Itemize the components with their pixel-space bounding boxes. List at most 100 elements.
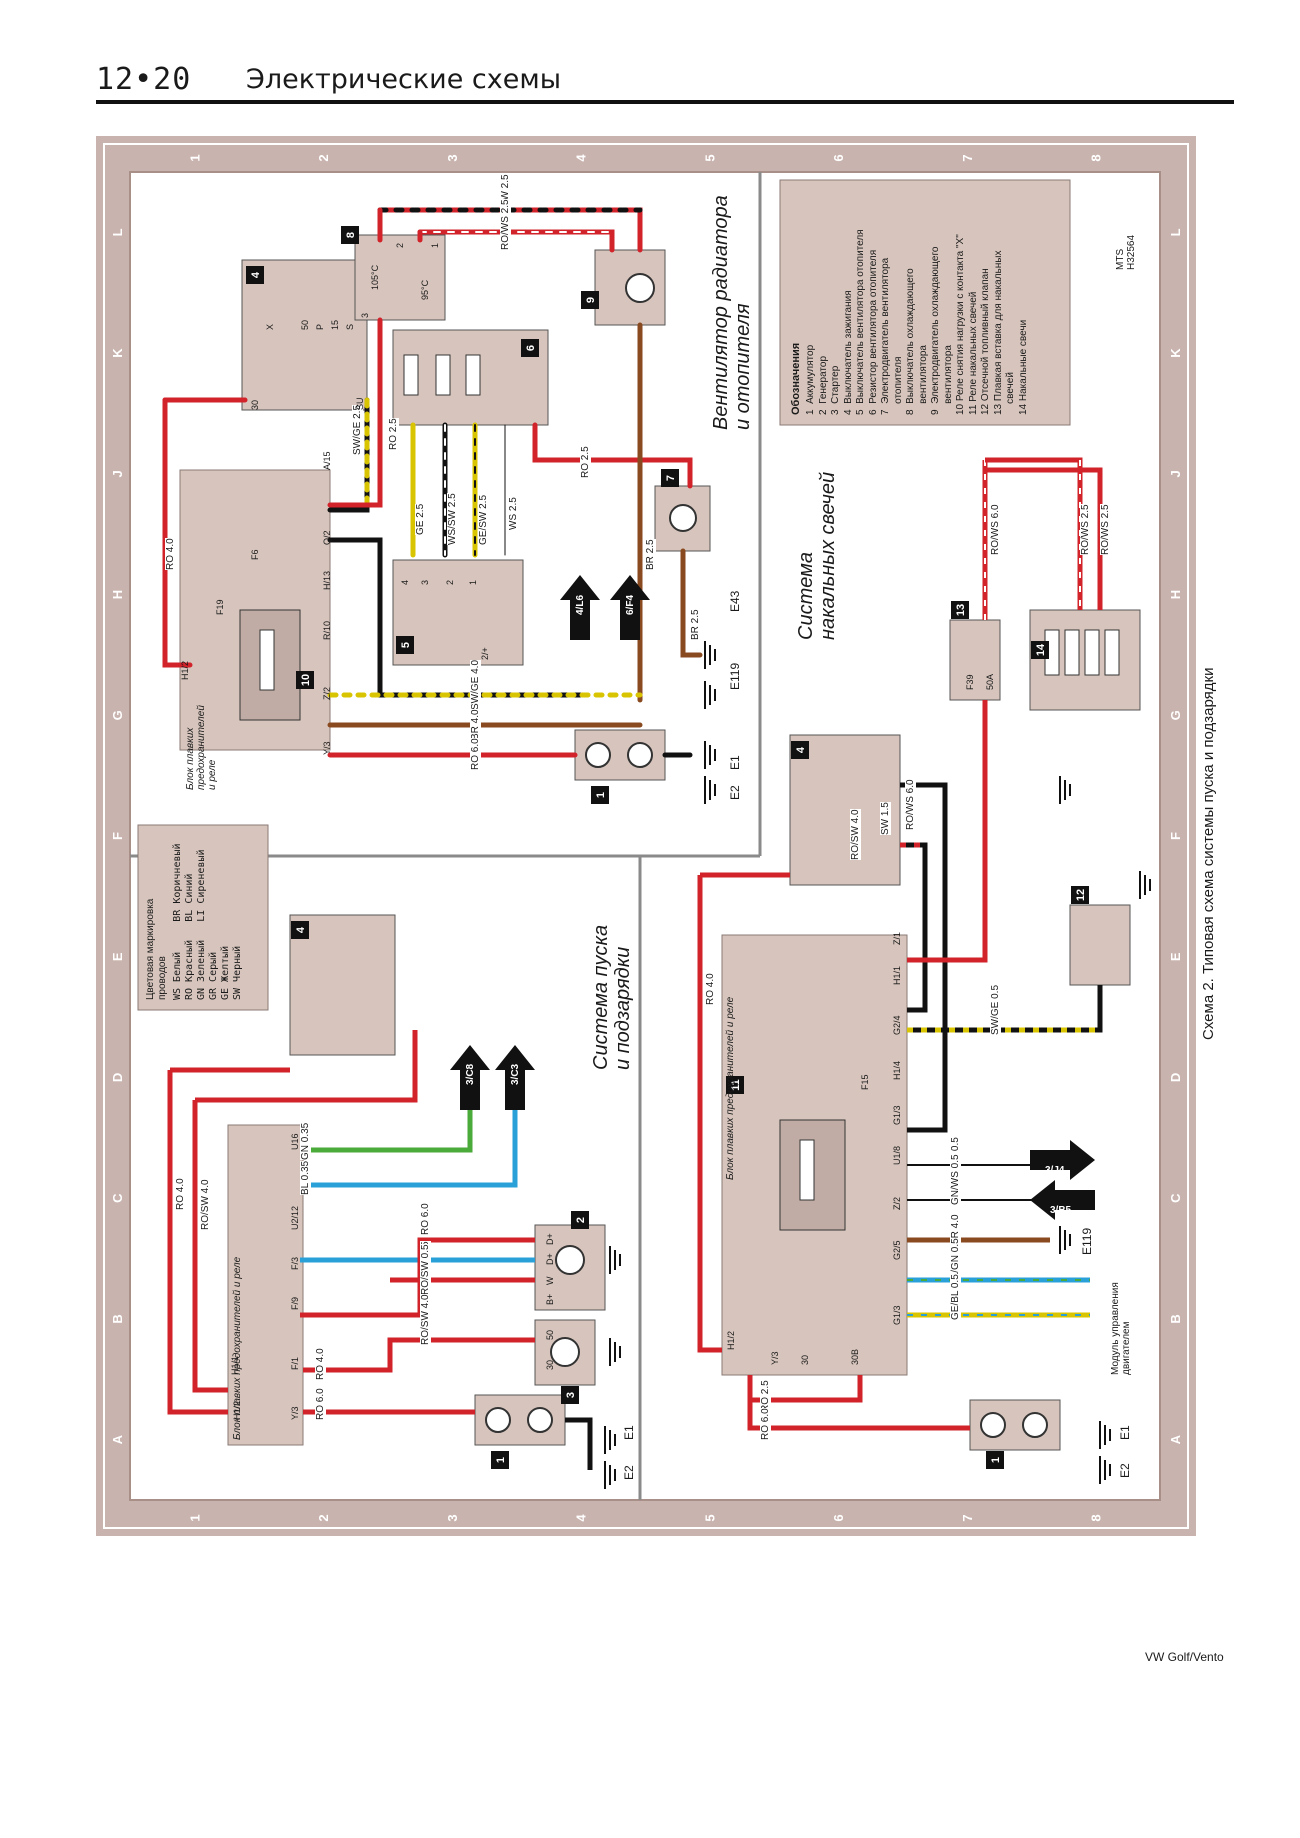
row-label-left-C: C <box>110 1193 125 1203</box>
connector-label: 3/C8 <box>465 1063 476 1085</box>
connector-3-C3-arrow <box>495 1045 535 1110</box>
component-badge-1 <box>491 1451 509 1469</box>
header-rule <box>96 100 1234 104</box>
ecu-note: Модуль управления двигателем <box>1110 1282 1132 1375</box>
wire-label-glow: RO/WS 6.0 <box>905 779 916 830</box>
terminal-relay10: H/13 <box>322 570 332 590</box>
legend-item: вентилятора <box>942 345 954 415</box>
wire-label-fan: RO 2.5 <box>388 418 399 450</box>
terminal-glow-block: U1/8 <box>892 1145 902 1165</box>
component-badge-4 <box>246 266 264 284</box>
terminal-glow-block: G1/3 <box>892 1305 902 1325</box>
legend-item: 6 Резистор вентилятора отопителя <box>867 249 879 415</box>
terminal-alternator: B+ <box>545 1293 555 1305</box>
connector-3-C8-arrow <box>450 1045 490 1110</box>
ground-icon <box>1099 1456 1111 1484</box>
component-badge-12 <box>1071 886 1089 904</box>
wire-label-start: RO/SW 4.0 <box>420 1294 431 1345</box>
legend-item: 7 Электродвигатель вентилятора <box>880 257 891 415</box>
wire-label-fan: SW/GE 4.0 <box>470 659 481 710</box>
column-label-bottom-6: 6 <box>831 1514 846 1521</box>
legend-item: отопителя <box>892 356 904 415</box>
wire-label-start: GN 0.35 <box>300 1122 311 1160</box>
column-label-top-8: 8 <box>1089 154 1104 161</box>
page-title: Электрические схемы <box>246 64 562 95</box>
terminal-ignition: P <box>315 323 325 330</box>
connector-label: 3/J4 <box>1045 1165 1065 1176</box>
terminal-ignition: X <box>265 323 275 330</box>
fan-switch-5 <box>392 559 524 666</box>
wire-label-glow: GN/WS 0.5 <box>950 1154 961 1205</box>
component-number-13: 13 <box>955 604 967 616</box>
ground-icon <box>1059 1226 1071 1254</box>
fuse-label: F39 <box>965 674 975 690</box>
connector-6-F4-arrow <box>610 575 650 640</box>
row-label-right-K: K <box>1168 348 1183 358</box>
legend-item: 3 Стартер <box>830 365 841 415</box>
terminal-thermo: 95°C <box>420 279 430 300</box>
legend-item: свечей <box>1005 372 1016 415</box>
wire-label-glow: RO/WS 6.0 <box>990 504 1001 555</box>
legend-item: 5 Выключатель вентилятора отопителя <box>855 229 866 415</box>
column-label-top-4: 4 <box>574 154 589 162</box>
row-label-right-L: L <box>1168 228 1183 236</box>
wire-label-fan: GE/SW 2.5 <box>478 494 489 545</box>
terminal-ignition: 15 <box>330 319 340 330</box>
ground-icon <box>704 641 716 669</box>
color-code-item: GN Зеленый LI Сиреневый <box>196 849 207 1000</box>
terminal-thermo: 3 <box>360 312 370 318</box>
row-label-left-L: L <box>110 228 125 236</box>
terminal-thermo: 1 <box>430 242 440 248</box>
component-badge-4 <box>291 921 309 939</box>
ground-icon <box>704 741 716 769</box>
terminal-start-block: F/9 <box>290 1296 300 1310</box>
component-number-4: 4 <box>795 746 807 753</box>
legend-item: 1 Аккумулятор <box>805 344 816 415</box>
terminal-glow-block: G1/3 <box>892 1105 902 1125</box>
row-label-left-D: D <box>110 1073 125 1082</box>
ground-label: E1 <box>622 1425 636 1440</box>
legend-item: 11 Реле накальных свечей <box>967 291 979 415</box>
fuse-label: F19 <box>215 599 225 615</box>
column-label-bottom-8: 8 <box>1089 1514 1104 1521</box>
component-number-11: 11 <box>730 1079 742 1091</box>
ground-icon <box>1139 871 1151 899</box>
legend-item: 8 Выключатель охлаждающего <box>905 268 916 415</box>
component-badge-13 <box>951 601 969 619</box>
fan-section-title: Вентилятор радиатора и отопителя <box>710 195 754 430</box>
terminal-glow-block: Y/3 <box>770 1351 780 1365</box>
terminal-glow-block: G2/5 <box>892 1240 902 1260</box>
terminal-alternator: D+ <box>545 1253 555 1265</box>
terminal-alternator: D+ <box>545 1233 555 1245</box>
ground-icon <box>1099 1421 1111 1449</box>
component-number-14: 14 <box>1035 643 1047 656</box>
component-number-2: 2 <box>575 1217 587 1223</box>
row-label-left-H: H <box>110 590 125 599</box>
connector-label: 3/C3 <box>510 1063 521 1085</box>
ground-label: E119 <box>728 662 742 690</box>
terminal-start-block: H1/1 <box>230 1355 240 1375</box>
row-label-right-H: H <box>1168 590 1183 599</box>
component-badge-6 <box>521 339 539 357</box>
legend-item: 10 Реле снятия нагрузки с контакта "X" <box>955 234 966 415</box>
component-badge-2 <box>571 1211 589 1229</box>
terminal-relay10: Z/2 <box>322 686 332 700</box>
component-badge-3 <box>561 1386 579 1404</box>
start-relay-block <box>227 1124 304 1446</box>
row-label-left-G: G <box>110 710 125 720</box>
column-label-bottom-4: 4 <box>574 1514 589 1522</box>
wire-label-fan: GE 2.5 <box>415 503 426 535</box>
wire-label-start: RO 4.0 <box>175 1178 186 1210</box>
legend-item: 13 Плавкая вставка для накальных <box>992 250 1004 415</box>
relay-block-10-label: Блок плавких предохранителей и реле <box>185 705 218 790</box>
ground-icon <box>609 1246 621 1274</box>
terminal-glow-block: 30B <box>850 1348 860 1365</box>
ground-icon <box>609 1338 621 1366</box>
component-badge-1 <box>591 786 609 804</box>
caption: Схема 2. Типовая схема системы пуска и п… <box>1200 667 1217 1040</box>
terminal-start-block: F/3 <box>290 1256 300 1270</box>
terminal-start-block: F/1 <box>290 1356 300 1370</box>
legend-title: Обозначения <box>790 342 802 415</box>
terminal-fan-switch: 2/+ <box>480 647 490 660</box>
